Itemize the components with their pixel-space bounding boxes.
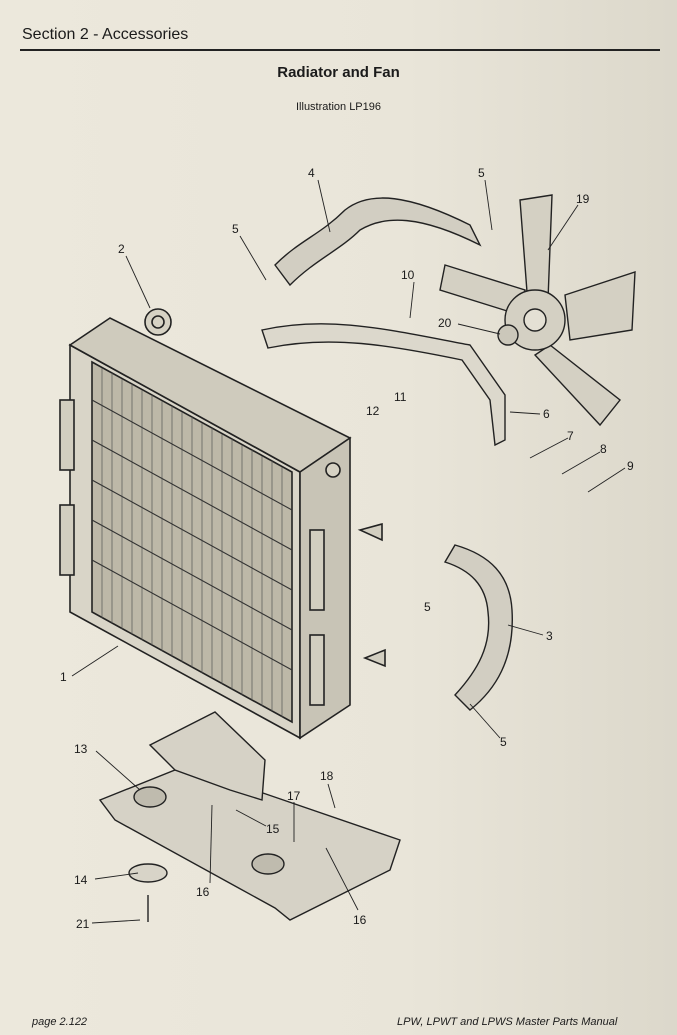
illustration-number: Illustration LP196 [296, 101, 381, 113]
callout-label: 7 [567, 429, 574, 443]
radiator-illustration [59, 308, 386, 740]
callout-label: 5 [478, 166, 485, 180]
callout-label: 13 [74, 742, 88, 756]
callout-label: 16 [196, 885, 210, 899]
callout-label: 17 [287, 789, 301, 803]
callout-label: 3 [546, 629, 553, 643]
callout-label: 19 [576, 192, 590, 206]
callout-label: 1 [60, 670, 67, 684]
callout-label: 15 [266, 822, 280, 836]
page-number: page 2.122 [32, 1016, 88, 1028]
callout-label: 2 [118, 242, 125, 256]
callout-label: 5 [424, 600, 431, 614]
callout-label: 5 [500, 735, 507, 749]
callout-label: 11 [394, 390, 407, 404]
header-rule [20, 49, 660, 51]
callout-label: 5 [232, 222, 239, 236]
callout-label: 9 [627, 459, 634, 473]
callout-label: 16 [353, 913, 367, 927]
hose-illustration [261, 197, 513, 711]
callout-label: 10 [401, 268, 415, 282]
mounting-bracket-illustration [98, 711, 401, 922]
callout-label: 14 [74, 873, 88, 887]
callout-labels: 4 5 19 5 2 10 20 12 11 6 7 8 9 5 3 1 5 1… [60, 166, 634, 931]
callout-label: 8 [600, 442, 607, 456]
callout-label: 21 [76, 917, 90, 931]
page-title: Radiator and Fan [277, 64, 400, 81]
fan-illustration [439, 194, 636, 427]
callout-label: 12 [366, 404, 380, 418]
manual-title: LPW, LPWT and LPWS Master Parts Manual [397, 1016, 618, 1028]
callout-label: 18 [320, 769, 334, 783]
callout-label: 4 [308, 166, 315, 180]
section-header: Section 2 - Accessories [22, 26, 189, 43]
callout-label: 20 [438, 316, 452, 330]
callout-label: 6 [543, 407, 550, 421]
callout-leaders [71, 179, 626, 924]
